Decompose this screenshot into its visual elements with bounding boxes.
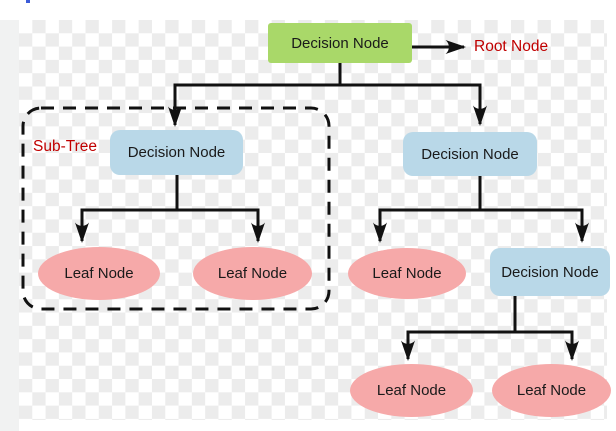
node-root-decision: Decision Node — [268, 23, 412, 63]
node-bottom-leaf-1: Leaf Node — [350, 364, 473, 417]
node-right-leaf: Leaf Node — [348, 248, 466, 299]
page-gutter — [0, 20, 19, 431]
node-left-decision: Decision Node — [110, 130, 243, 175]
node-left-leaf-2: Leaf Node — [193, 247, 312, 300]
node-right-decision: Decision Node — [403, 132, 537, 176]
node-sub-decision: Decision Node — [490, 248, 610, 296]
root-node-annotation: Root Node — [474, 38, 549, 55]
node-left-leaf-1: Leaf Node — [38, 247, 160, 300]
node-bottom-leaf-2: Leaf Node — [492, 364, 611, 417]
subtree-annotation: Sub-Tree — [33, 138, 98, 155]
cropped-ui-artifact — [26, 0, 30, 3]
transparency-checkerboard — [19, 20, 607, 420]
